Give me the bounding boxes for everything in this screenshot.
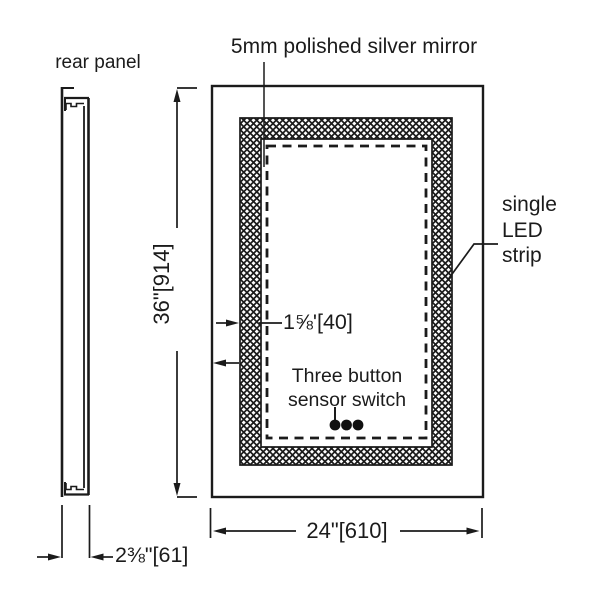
sensor-switch-dots — [329, 419, 364, 431]
arrow-right-icon — [48, 553, 61, 561]
mirror-outline — [210, 84, 485, 499]
side-bottom-channel — [65, 483, 84, 491]
arrow-left-icon — [213, 527, 226, 535]
arrow-left-icon — [90, 553, 104, 561]
width-dimension-label: 24"[610] — [306, 518, 388, 543]
sensor-dot-2 — [341, 419, 352, 431]
rear-panel-label: rear panel — [55, 52, 141, 73]
arrow-right-icon — [226, 319, 239, 327]
side-view-profile — [60, 87, 90, 497]
arrow-up-icon — [173, 89, 181, 102]
mirror-glass-label: 5mm polished silver mirror — [230, 35, 478, 58]
arrow-left-icon — [213, 359, 226, 367]
mirror-dashed-inline — [265, 144, 428, 440]
height-dimension-label: 36"[914] — [149, 243, 174, 325]
sensor-dot-1 — [329, 419, 341, 431]
depth-dimension — [37, 505, 113, 561]
sensor-dot-3 — [352, 419, 364, 431]
height-dimension — [173, 87, 197, 498]
front-view — [210, 84, 485, 499]
width-dimension — [209, 508, 483, 538]
strip-width-dimension-label: 1⅝'[40] — [283, 310, 353, 334]
side-top-channel — [65, 102, 84, 110]
arrow-down-icon — [173, 483, 181, 496]
led-strip-label: single LED strip — [502, 193, 557, 268]
arrow-right-icon — [466, 527, 480, 535]
depth-dimension-label: 2⅜"[61] — [115, 543, 189, 567]
sensor-switch-label: Three button sensor switch — [287, 365, 407, 411]
led-strip-hatch-ring — [239, 117, 453, 466]
led-strip-leader-line — [446, 243, 498, 282]
strip-width-dimension — [213, 319, 282, 367]
